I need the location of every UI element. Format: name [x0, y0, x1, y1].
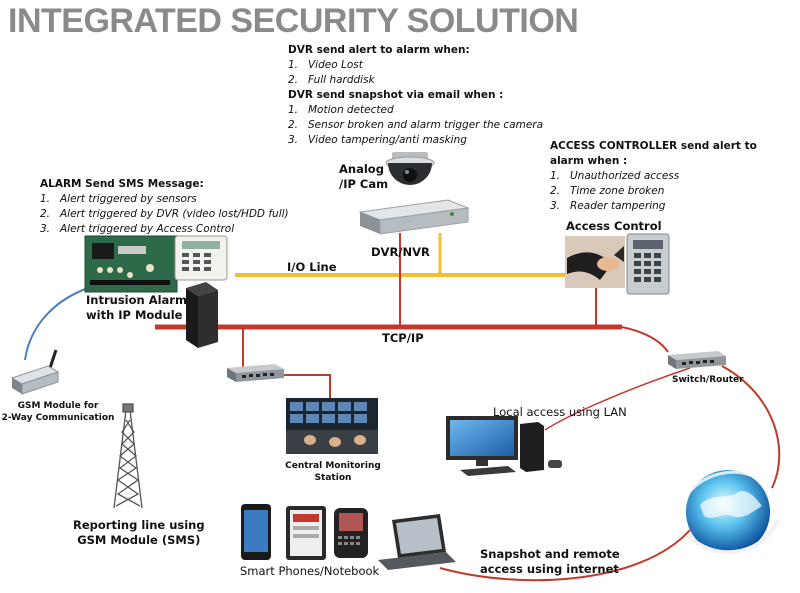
gsm-link-line	[24, 287, 89, 361]
dvr-label: DVR/NVR	[371, 245, 430, 259]
switch-icon	[227, 364, 284, 382]
intrusion-alarm-label: Intrusion Alarm with IP Module	[86, 293, 187, 322]
ip-module-icon	[186, 282, 218, 348]
access-conditions: ACCESS CONTROLLER send alert to alarm wh…	[550, 139, 757, 214]
switch-router-label: Switch/Router	[672, 375, 744, 385]
dvr-alarm-item: 1.Video Lost	[288, 59, 363, 71]
snapshot-remote-label: Snapshot and remote access using interne…	[480, 547, 620, 576]
tcpip-label: TCP/IP	[382, 331, 424, 345]
smartphone-icon	[241, 504, 271, 560]
dvr-alarm-heading: DVR send alert to alarm when:	[288, 44, 470, 56]
cms-link-line	[270, 374, 331, 398]
central-monitoring-label: Central Monitoring Station	[285, 461, 381, 483]
dvr-email-item: 1.Motion detected	[288, 104, 394, 116]
camera-label: Analog /IP Cam	[339, 162, 389, 191]
alarm-item: 2.Alert triggered by DVR (video lost/HDD…	[40, 208, 289, 220]
access-item: 1.Unauthorized access	[550, 170, 680, 182]
tablet-icon	[286, 506, 326, 560]
globe-icon	[682, 470, 780, 555]
switch-link-line	[621, 326, 669, 353]
gsm-tower-icon	[113, 403, 143, 509]
dvr-alarm-item: 2.Full harddisk	[288, 74, 375, 86]
dvr-icon	[358, 199, 470, 235]
io-line-label: I/O Line	[287, 260, 337, 274]
dvr-conditions: DVR send alert to alarm when: 1.Video Lo…	[288, 43, 543, 148]
access-control-label: Access Control	[566, 219, 662, 233]
router-icon	[668, 351, 726, 369]
local-access-label: Local access using LAN	[493, 405, 627, 419]
access-item: 2.Time zone broken	[550, 185, 665, 197]
access-control-icon	[565, 233, 670, 295]
notebook-icon	[378, 514, 456, 570]
lan-link-line	[544, 367, 691, 431]
gsm-module-label: GSM Module for 2-Way Communication	[1, 401, 115, 423]
monitoring-room-icon	[286, 398, 378, 454]
reporting-line-label: Reporting line using GSM Module (SMS)	[73, 518, 205, 547]
alarm-item: 1.Alert triggered by sensors	[40, 193, 197, 205]
camera-icon	[385, 152, 435, 185]
access-item: 3.Reader tampering	[550, 200, 666, 212]
access-heading-line1: ACCESS CONTROLLER send alert to	[550, 140, 757, 152]
dvr-email-item: 3.Video tampering/anti masking	[288, 134, 467, 146]
alarm-heading: ALARM Send SMS Message:	[40, 178, 204, 190]
blackberry-icon	[334, 508, 368, 558]
dvr-email-item: 2.Sensor broken and alarm trigger the ca…	[288, 119, 544, 131]
dvr-email-heading: DVR send snapshot via email when :	[288, 89, 504, 101]
gsm-modem-icon	[10, 349, 60, 395]
alarm-panel-icon	[84, 235, 228, 293]
desktop-computer-icon	[446, 416, 562, 476]
alarm-item: 3.Alert triggered by Access Control	[40, 223, 235, 235]
access-heading-line2: alarm when :	[550, 155, 628, 167]
remote-link-line	[439, 529, 691, 582]
smart-devices-label: Smart Phones/Notebook	[240, 564, 380, 578]
page-title: INTEGRATED SECURITY SOLUTION	[8, 2, 579, 40]
alarm-conditions: ALARM Send SMS Message: 1.Alert triggere…	[40, 177, 289, 237]
internet-link-line	[721, 365, 781, 489]
